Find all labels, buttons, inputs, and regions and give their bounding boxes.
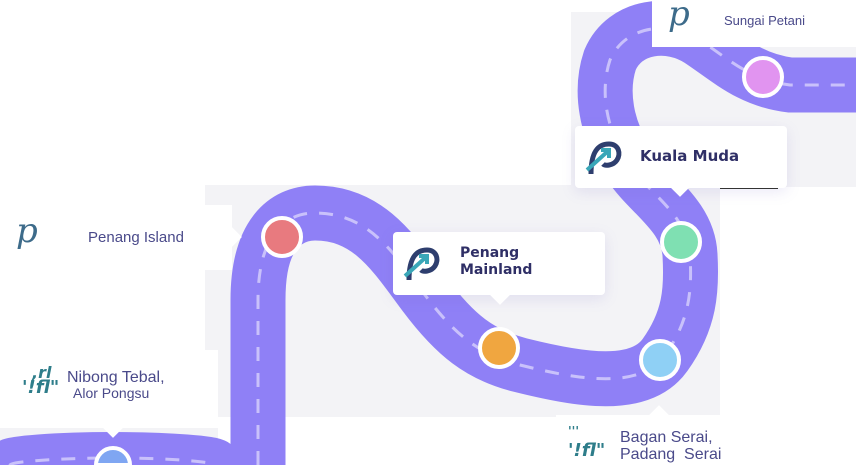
ifl-logo-icon: ''' bbox=[568, 424, 580, 438]
stop-marker-nibong-tebal bbox=[93, 446, 133, 465]
p-logo-icon: p bbox=[16, 211, 38, 251]
ifl-logo-icon: '!fl" bbox=[568, 440, 606, 461]
card-kuala-muda: Kuala Muda bbox=[575, 126, 787, 197]
road-main-dashes bbox=[256, 26, 856, 465]
road-bottom-left-dashes bbox=[8, 456, 217, 465]
label-sungai-petani: Sungai Petani bbox=[724, 13, 805, 28]
label-penang-mainland-2: Mainland bbox=[460, 262, 533, 278]
label-bagan-serai-2: Padang Serai bbox=[620, 446, 722, 463]
stop-marker-kuala-muda bbox=[660, 221, 702, 263]
ifl-logo-icon: ,rl bbox=[32, 363, 52, 382]
card-bagan-serai: ''' '!fl" Bagan Serai, Padang Serai bbox=[556, 405, 856, 465]
label-nibong-tebal-1: Nibong Tebal, bbox=[67, 369, 165, 386]
stop-marker-penang-island bbox=[261, 216, 303, 258]
stop-marker-sungai-petani bbox=[742, 56, 784, 98]
card-nibong-tebal: ,rl '!fl" Nibong Tebal, Alor Pongsu bbox=[0, 350, 218, 438]
divider-line bbox=[720, 188, 778, 189]
label-nibong-tebal-2: Alor Pongsu bbox=[73, 385, 150, 401]
ifl-logo-icon: '!fl" bbox=[22, 377, 60, 398]
stop-marker-bagan-serai bbox=[639, 339, 681, 381]
stop-marker-penang-mainland bbox=[478, 327, 520, 369]
card-penang-island: p Penang Island bbox=[0, 205, 242, 270]
arrow-p-logo-icon bbox=[585, 141, 622, 175]
label-bagan-serai-1: Bagan Serai, bbox=[620, 429, 713, 446]
arrow-p-logo-icon bbox=[403, 247, 440, 281]
label-penang-island: Penang Island bbox=[88, 229, 184, 246]
label-penang-mainland-1: Penang bbox=[460, 245, 520, 261]
label-kuala-muda: Kuala Muda bbox=[640, 147, 740, 165]
p-logo-icon: p bbox=[668, 0, 690, 34]
card-sungai-petani: p Sungai Petani bbox=[652, 0, 856, 47]
card-penang-mainland: Penang Mainland bbox=[393, 232, 605, 305]
